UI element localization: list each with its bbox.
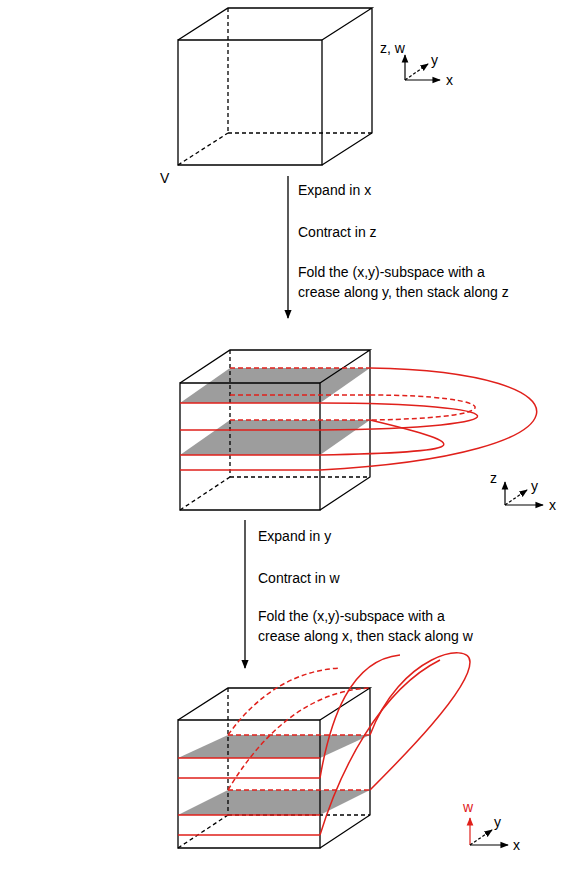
axis-label: x — [549, 495, 556, 515]
axis-label: z, w — [380, 38, 405, 58]
axis-label: y — [494, 812, 501, 832]
volume-label: V — [160, 168, 169, 188]
axis-label: z — [490, 468, 497, 488]
axis-label: y — [431, 50, 438, 70]
step-note: Contract in w — [258, 568, 340, 588]
step-arrow — [244, 520, 245, 668]
cube — [178, 8, 372, 165]
step-note: Expand in x — [298, 180, 371, 200]
step-note: Fold the (x,y)-subspace with a crease al… — [298, 262, 530, 302]
step-arrow — [287, 176, 288, 318]
axes — [470, 818, 508, 845]
axis-label: y — [531, 476, 538, 496]
axis-label: w — [463, 797, 473, 817]
axis-label: x — [513, 835, 520, 855]
axis-label: x — [446, 70, 453, 90]
step-note: Expand in y — [258, 526, 331, 546]
cube — [178, 653, 470, 848]
step-note: Fold the (x,y)-subspace with a crease al… — [258, 606, 490, 646]
cube — [180, 350, 537, 510]
step-note: Contract in z — [298, 222, 377, 242]
